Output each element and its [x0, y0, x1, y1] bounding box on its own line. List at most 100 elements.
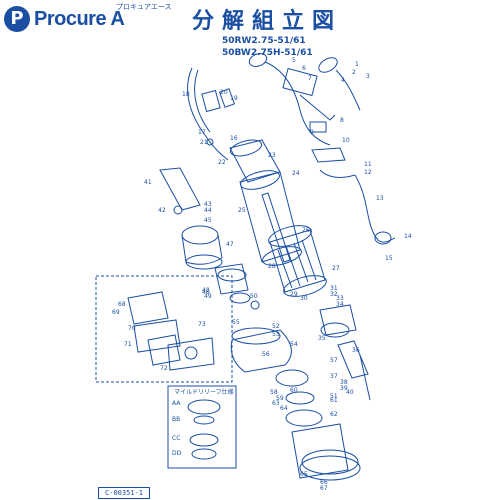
- part-callout-27: 27: [332, 265, 340, 272]
- float-cord-long: [354, 174, 396, 243]
- cable-clamp: [201, 89, 221, 113]
- part-callout-50: 50: [250, 293, 258, 300]
- part-callout-71: 71: [124, 341, 132, 348]
- strainer-stand: [291, 423, 349, 479]
- part-callout-68: 68: [118, 301, 126, 308]
- part-callout-31: 31: [330, 285, 338, 292]
- part-callout-49: 49: [204, 293, 212, 300]
- part-callout-10: 10: [342, 137, 350, 144]
- part-callout-38: 38: [340, 379, 348, 386]
- part-callout-53: 53: [272, 331, 280, 338]
- part-callout-73: 73: [198, 321, 206, 328]
- part-callout-69: 69: [112, 309, 120, 316]
- model-number-2: 50BW2.75H-51/61: [222, 48, 313, 58]
- cable-assembly-left: [159, 167, 201, 211]
- part-callout-67: 67: [320, 485, 328, 492]
- part-callout-6: 6: [302, 65, 306, 72]
- part-callout-56: 56: [262, 351, 270, 358]
- page-title: 分解組立図: [192, 8, 343, 34]
- inset-label-bb: BB: [172, 416, 181, 423]
- option-group-box: [95, 275, 233, 383]
- discharge-elbow: [319, 304, 357, 336]
- part-callout-35: 35: [318, 335, 326, 342]
- part-callout-58: 58: [270, 389, 278, 396]
- part-callout-51: 51: [330, 393, 338, 400]
- part-callout-39: 39: [340, 385, 348, 392]
- part-callout-1: 1: [355, 61, 359, 68]
- impeller: [275, 369, 309, 387]
- seal-ring: [217, 268, 247, 282]
- terminal-block: [309, 121, 327, 133]
- part-callout-4: 4: [341, 77, 345, 84]
- part-callout-33: 33: [336, 295, 344, 302]
- strainer-base: [301, 449, 359, 475]
- cable-gland: [218, 88, 236, 108]
- power-cable-sleeve: [194, 69, 211, 133]
- inset-label-dd: DD: [172, 450, 182, 457]
- part-callout-2: 2: [352, 69, 356, 76]
- inset-part-bb: [193, 415, 215, 425]
- part-callout-11: 11: [364, 161, 372, 168]
- part-callout-21: 21: [200, 139, 208, 146]
- part-callout-40: 40: [346, 389, 354, 396]
- wear-plate: [285, 409, 323, 427]
- part-callout-9: 9: [310, 129, 314, 136]
- brand-logo: P Procure A プロキュアエース: [4, 3, 179, 34]
- part-callout-20: 20: [220, 89, 228, 96]
- brand-mark-icon: P: [4, 6, 30, 32]
- part-callout-36: 36: [352, 347, 360, 354]
- elbow: [147, 334, 181, 366]
- part-callout-59: 59: [276, 395, 284, 402]
- mild-relief-inset-box: [167, 385, 237, 469]
- motor-frame: [269, 229, 326, 293]
- gasket: [133, 319, 181, 353]
- flange-adapter: [167, 337, 215, 371]
- discharge-pipe: [337, 340, 369, 379]
- inset-part-aa: [187, 399, 221, 415]
- part-callout-46: 46: [202, 289, 210, 296]
- frame-fins: [277, 239, 317, 289]
- part-callout-60: 60: [290, 387, 298, 394]
- part-callout-63: 63: [272, 400, 280, 407]
- part-callout-5: 5: [292, 57, 296, 64]
- part-callout-25: 25: [238, 207, 246, 214]
- part-callout-18: 18: [182, 91, 190, 98]
- part-callout-65: 65: [300, 471, 308, 478]
- gland-nut: [206, 138, 214, 146]
- float-cable-right: [335, 69, 361, 111]
- part-callout-57: 57: [330, 357, 338, 364]
- brand-name: Procure A: [34, 8, 125, 30]
- part-callout-54: 54: [290, 341, 298, 348]
- flange-plate: [127, 291, 169, 325]
- part-callout-61: 61: [330, 397, 338, 404]
- part-callout-41: 41: [144, 179, 152, 186]
- part-callout-19: 19: [230, 95, 238, 102]
- part-callout-16: 16: [230, 135, 238, 142]
- float-switch-lower: [374, 231, 392, 245]
- part-callout-42: 42: [158, 207, 166, 214]
- part-callout-34: 34: [336, 301, 344, 308]
- part-callout-44: 44: [204, 207, 212, 214]
- part-callout-55: 55: [232, 319, 240, 326]
- part-callout-64: 64: [280, 405, 288, 412]
- cable-nut-left: [173, 205, 183, 215]
- frame-top: [268, 225, 312, 247]
- part-callout-30: 30: [300, 295, 308, 302]
- stator-ring: [240, 170, 280, 190]
- part-callout-12: 12: [364, 169, 372, 176]
- part-callout-47: 47: [226, 241, 234, 248]
- part-callout-62: 62: [330, 411, 338, 418]
- part-callout-29: 29: [290, 291, 298, 298]
- document-number: C-00351-1: [98, 487, 150, 499]
- o-ring: [250, 300, 260, 310]
- model-number-1: 50RW2.75-51/61: [222, 36, 306, 46]
- inset-label-cc: CC: [172, 435, 181, 442]
- impeller-ring: [285, 391, 315, 405]
- part-callout-14: 14: [404, 233, 412, 240]
- bearing-housing: [181, 225, 219, 245]
- part-callout-7: 7: [308, 75, 312, 82]
- float-cable-upper: [264, 61, 331, 146]
- bracket-plate: [311, 147, 346, 163]
- part-callout-72: 72: [160, 365, 168, 372]
